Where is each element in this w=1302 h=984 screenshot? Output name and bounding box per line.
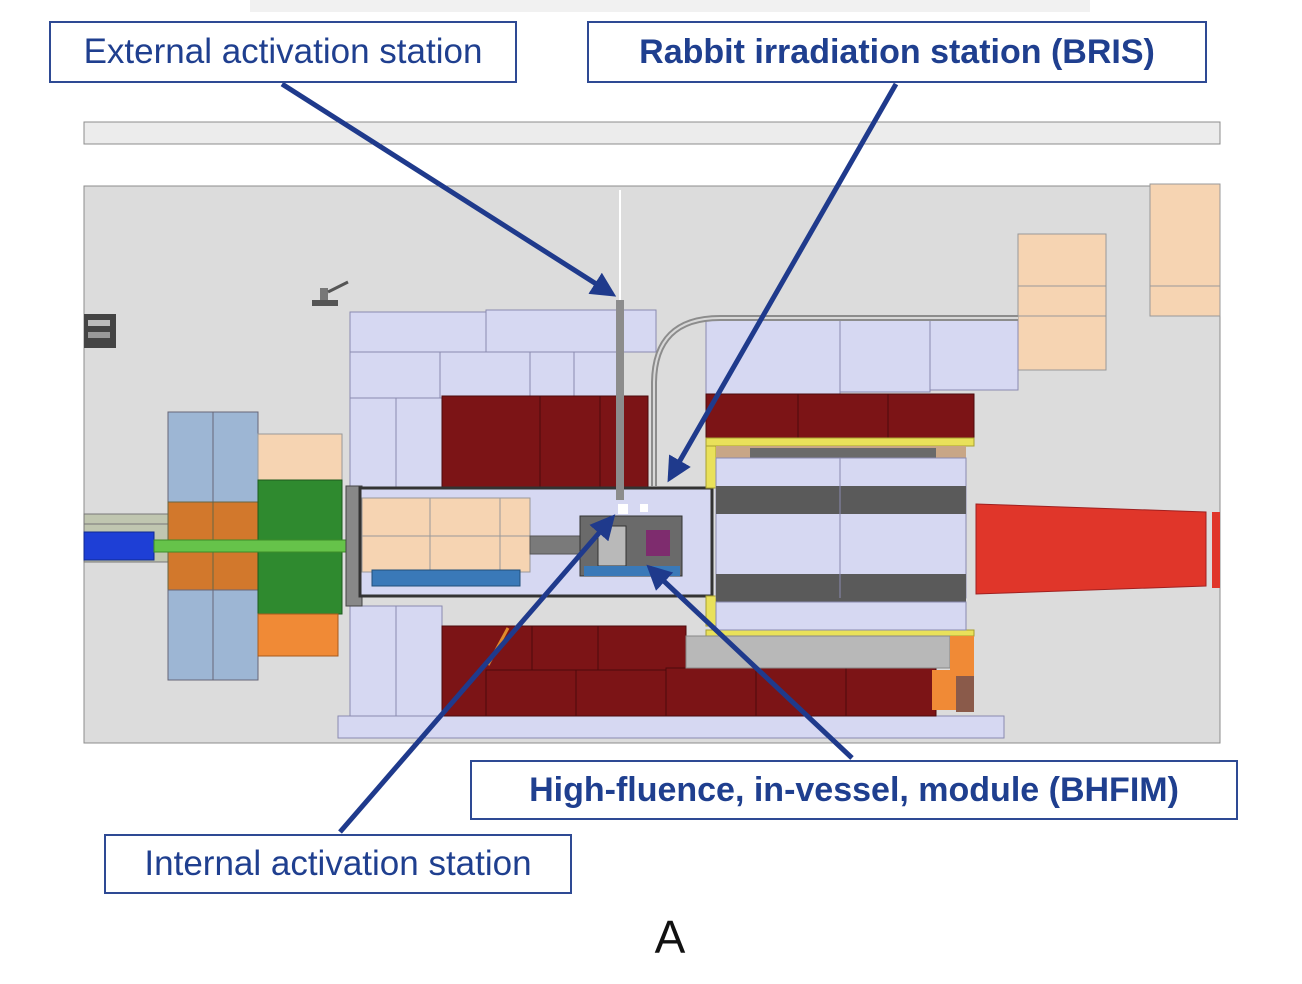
crane-fixture xyxy=(312,280,349,306)
beam-pipe-green xyxy=(153,539,355,553)
shielding-blocks xyxy=(337,309,1019,739)
concrete-blocks-right xyxy=(1017,183,1221,371)
beam-pipe-blue xyxy=(83,531,155,561)
beam-dump-red xyxy=(975,503,1207,595)
arrow-high-fluence xyxy=(646,564,854,760)
high-fluence-module-label: High-fluence, in-vessel, module (BHFIM) xyxy=(470,760,1238,820)
arrow-internal xyxy=(338,514,616,834)
detector-stand-left xyxy=(84,314,116,348)
arrow-external xyxy=(280,81,617,297)
top-shadow-bar xyxy=(250,0,1090,12)
yellow-trim xyxy=(705,437,975,637)
rabbit-irradiation-label: Rabbit irradiation station (BRIS) xyxy=(587,21,1207,83)
hall-upper-strip xyxy=(83,121,1221,145)
downstream-bore xyxy=(685,446,974,712)
beam-dump-red-edge xyxy=(1212,512,1220,588)
bhfim-module xyxy=(579,515,683,577)
external-activation-label: External activation station xyxy=(49,21,517,83)
panel-letter: A xyxy=(654,911,686,963)
internal-activation-label: Internal activation station xyxy=(104,834,572,894)
arrow-rabbit xyxy=(667,82,899,483)
iron-yoke-upper xyxy=(441,393,975,489)
leader-arrows xyxy=(280,81,899,834)
external-station-tube xyxy=(616,300,624,500)
